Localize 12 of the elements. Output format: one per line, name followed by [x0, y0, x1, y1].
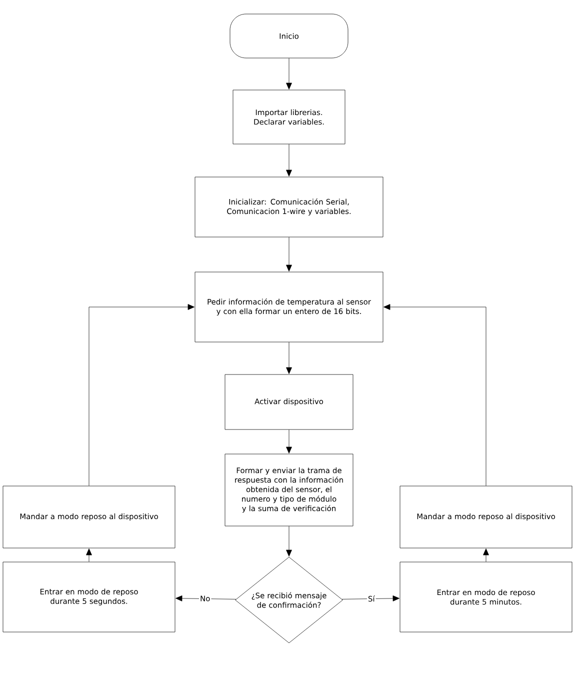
arrow	[88, 304, 194, 486]
arrow	[86, 548, 92, 562]
arrow	[286, 430, 292, 454]
arrow	[286, 58, 292, 90]
arrow	[384, 304, 486, 486]
arrow	[342, 595, 400, 602]
arrow	[286, 237, 292, 272]
arrow	[286, 144, 292, 176]
arrow	[286, 526, 292, 556]
arrow	[483, 548, 489, 562]
arrow	[176, 595, 236, 602]
arrow	[286, 342, 292, 374]
